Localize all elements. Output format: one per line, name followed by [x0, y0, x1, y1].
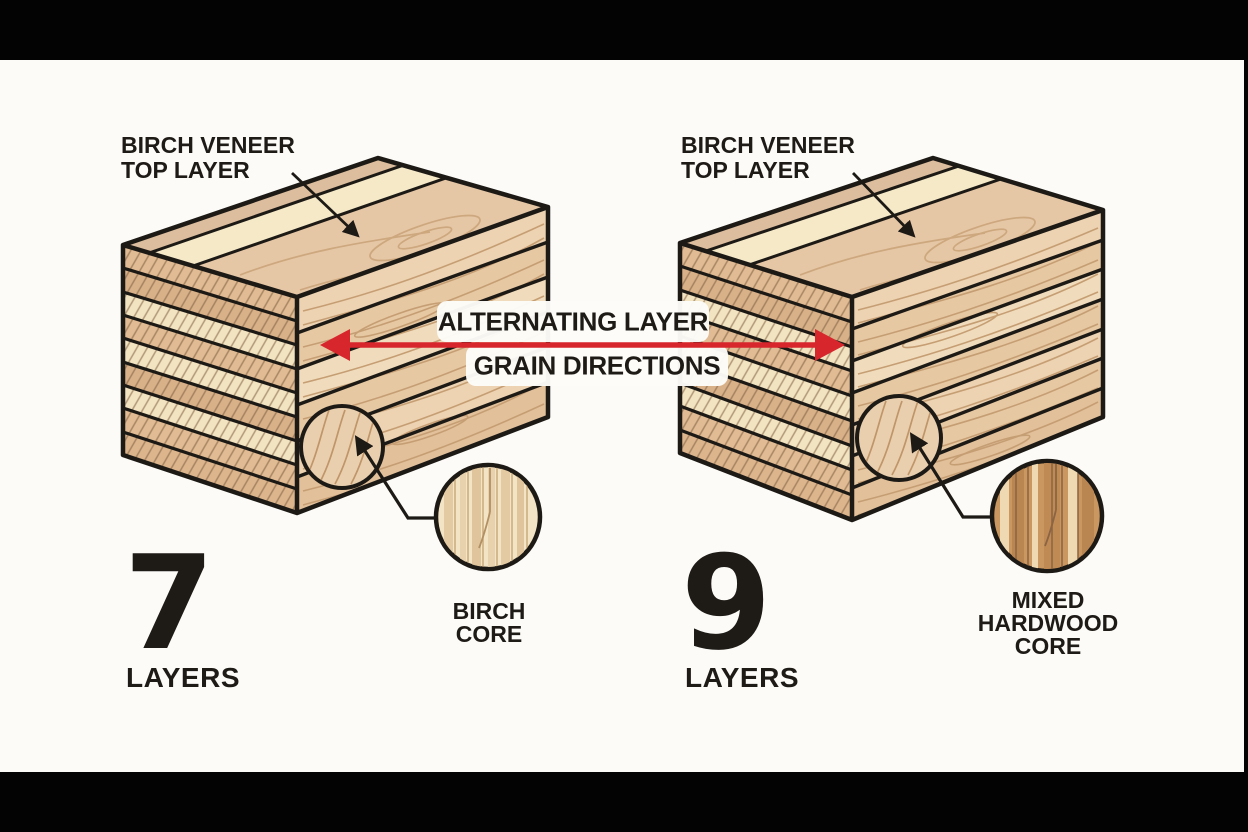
center-label-line1: ALTERNATING LAYER [437, 306, 709, 337]
core-label-right: MIXED HARDWOOD CORE [977, 587, 1119, 659]
letterbox-top [0, 0, 1248, 60]
label-chip-line2 [466, 345, 728, 386]
block-outline-right [677, 155, 1106, 523]
veneer-label-left: BIRCH VENEER TOP LAYER [121, 132, 295, 183]
letterbox-right [1244, 0, 1248, 832]
label-chip-line1 [437, 301, 709, 342]
magnifier-source-circle-left [299, 404, 385, 490]
veneer-label-right: BIRCH VENEER TOP LAYER [681, 132, 855, 183]
magnifier-source-circle-right [855, 394, 943, 482]
end-grain-face-right-block [679, 243, 853, 520]
layer-count-right: 9 [681, 527, 771, 679]
magnifier-connector-arrow-right [909, 432, 992, 519]
center-label-line2: GRAIN DIRECTIONS [473, 350, 721, 381]
layers-word-right: LAYERS [685, 662, 800, 693]
top-face-left-block [123, 158, 548, 297]
core-magnifier-right [855, 394, 1105, 574]
veneer-pointer-arrow-left [291, 171, 360, 238]
red-double-arrow [320, 329, 845, 361]
core-label-left: BIRCH CORE [452, 598, 526, 647]
layers-word-left: LAYERS [126, 662, 241, 693]
top-face-right-block [680, 158, 1103, 297]
block-outline-left [120, 155, 551, 516]
plywood-block-left [120, 155, 551, 516]
letterbox-bottom [0, 772, 1248, 832]
core-magnifier-left [299, 404, 543, 572]
veneer-pointer-arrow-right [851, 172, 916, 238]
end-grain-face-left-block [122, 245, 298, 513]
layer-count-left: 7 [124, 527, 214, 679]
magnifier-connector-arrow-left [354, 435, 436, 520]
